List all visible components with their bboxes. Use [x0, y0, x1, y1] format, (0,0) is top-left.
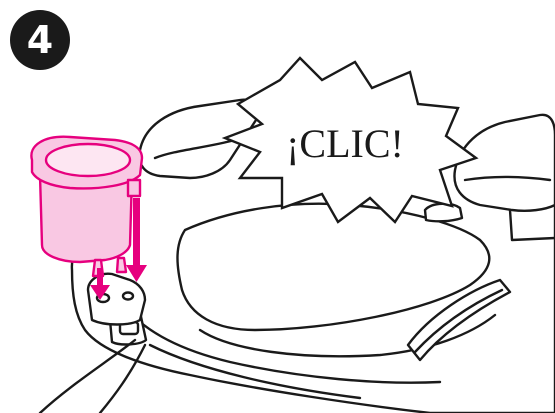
cup-holder-peg-right — [117, 258, 126, 272]
strap — [40, 340, 135, 413]
cup-holder-opening — [46, 144, 130, 176]
step-badge: 4 — [10, 10, 70, 70]
cup-holder-clip — [128, 180, 140, 196]
mount-hole-right — [123, 293, 133, 300]
right-armrest — [454, 115, 555, 211]
belt-guide — [425, 204, 462, 222]
step-number: 4 — [27, 18, 53, 62]
callout-text: ¡CLIC! — [286, 121, 404, 166]
